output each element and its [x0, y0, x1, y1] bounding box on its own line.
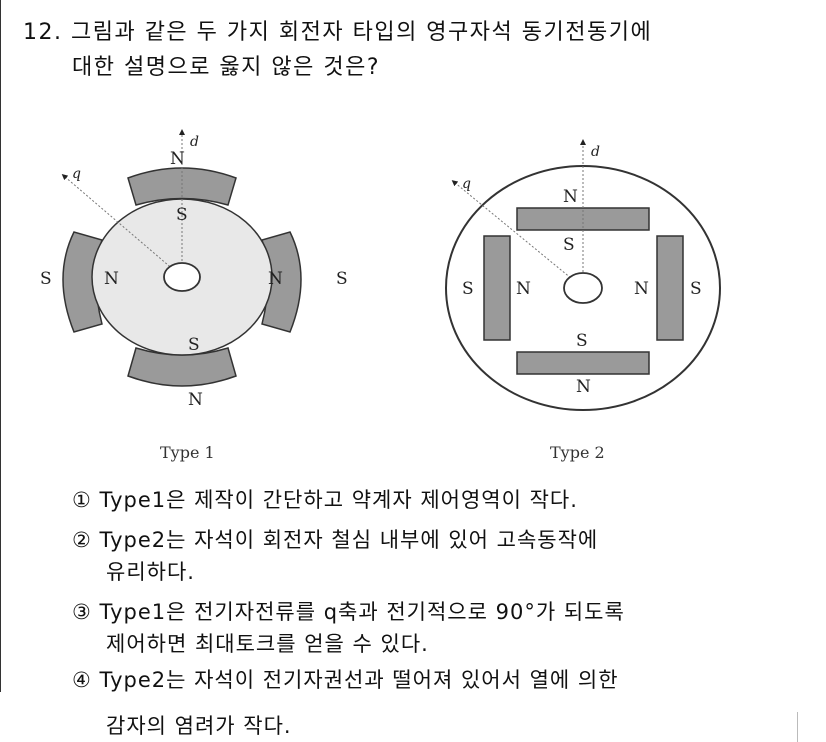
type1-right-inner-label: N [268, 269, 283, 289]
type2-magnet-right [656, 235, 684, 341]
type1-left-inner-label: N [104, 269, 119, 289]
type2-left-inner-label: N [516, 279, 531, 299]
rotor-diagram-svg: d q N S S N N S S N Type 1 [40, 129, 721, 462]
option-4-mark: ④ [72, 668, 92, 692]
type2-magnet-bottom [516, 351, 650, 375]
option-3-continuation: 제어하면 최대토크를 얻을 수 있다. [106, 632, 429, 656]
type1-top-inner-label: S [176, 205, 188, 225]
type2-left-outer-label: S [462, 279, 474, 299]
left-border-line [0, 0, 1, 692]
type2-rotor: d q N S S N N S S N Type 2 [445, 139, 721, 462]
question-stem-line1: 12. 그림과 같은 두 가지 회전자 타입의 영구자석 동기전동기에 [23, 20, 653, 45]
type2-d-label: d [591, 144, 600, 160]
right-edge-mark [797, 712, 798, 742]
type2-bottom-inner-label: S [576, 331, 588, 351]
option-3[interactable]: ③ Type1은 전기자전류를 q축과 전기적으로 90°가 되도록 [72, 596, 625, 626]
option-4-continuation: 감자의 염려가 작다. [106, 714, 292, 738]
type2-magnet-left [483, 235, 511, 341]
option-3-text: Type1은 전기자전류를 q축과 전기적으로 90°가 되도록 [99, 600, 625, 624]
question-stem-line2: 대한 설명으로 옳지 않은 것은? [72, 55, 381, 80]
type1-bottom-inner-label: S [188, 335, 200, 355]
type2-caption: Type 2 [550, 443, 605, 462]
type1-shaft [163, 262, 201, 292]
type1-left-outer-label: S [40, 269, 52, 289]
option-1[interactable]: ① Type1은 제작이 간단하고 약계자 제어영역이 작다. [72, 484, 578, 514]
type1-top-outer-label: N [170, 149, 185, 169]
type1-q-axis [61, 174, 183, 278]
motor-rotor-figure: d q N S S N N S S N Type 1 [30, 110, 750, 480]
type1-rotor: d q N S S N N S S N Type 1 [40, 129, 348, 462]
option-2[interactable]: ② Type2는 자석이 회전자 철심 내부에 있어 고속동작에 [72, 524, 598, 554]
type2-top-outer-label: N [563, 187, 578, 207]
type1-caption: Type 1 [160, 443, 215, 462]
type1-d-label: d [190, 134, 199, 150]
type1-right-outer-label: S [336, 269, 348, 289]
type2-shaft [563, 272, 603, 304]
option-2-text: Type2는 자석이 회전자 철심 내부에 있어 고속동작에 [99, 528, 599, 552]
option-3-mark: ③ [72, 600, 92, 624]
option-1-mark: ① [72, 488, 92, 512]
option-2-continuation: 유리하다. [106, 560, 195, 584]
type1-magnet-top [127, 167, 237, 206]
option-4-text: Type2는 자석이 전기자권선과 떨어져 있어서 열에 의한 [99, 668, 619, 692]
option-4[interactable]: ④ Type2는 자석이 전기자권선과 떨어져 있어서 열에 의한 [72, 664, 619, 694]
type1-bottom-outer-label: N [188, 390, 203, 410]
option-1-text: Type1은 제작이 간단하고 약계자 제어영역이 작다. [99, 488, 578, 512]
type2-q-label: q [462, 176, 471, 192]
option-2-mark: ② [72, 528, 92, 552]
type2-right-inner-label: N [634, 279, 649, 299]
type2-right-outer-label: S [690, 279, 702, 299]
type1-q-label: q [72, 166, 81, 182]
type2-top-inner-label: S [563, 235, 575, 255]
type2-bottom-outer-label: N [576, 377, 591, 397]
